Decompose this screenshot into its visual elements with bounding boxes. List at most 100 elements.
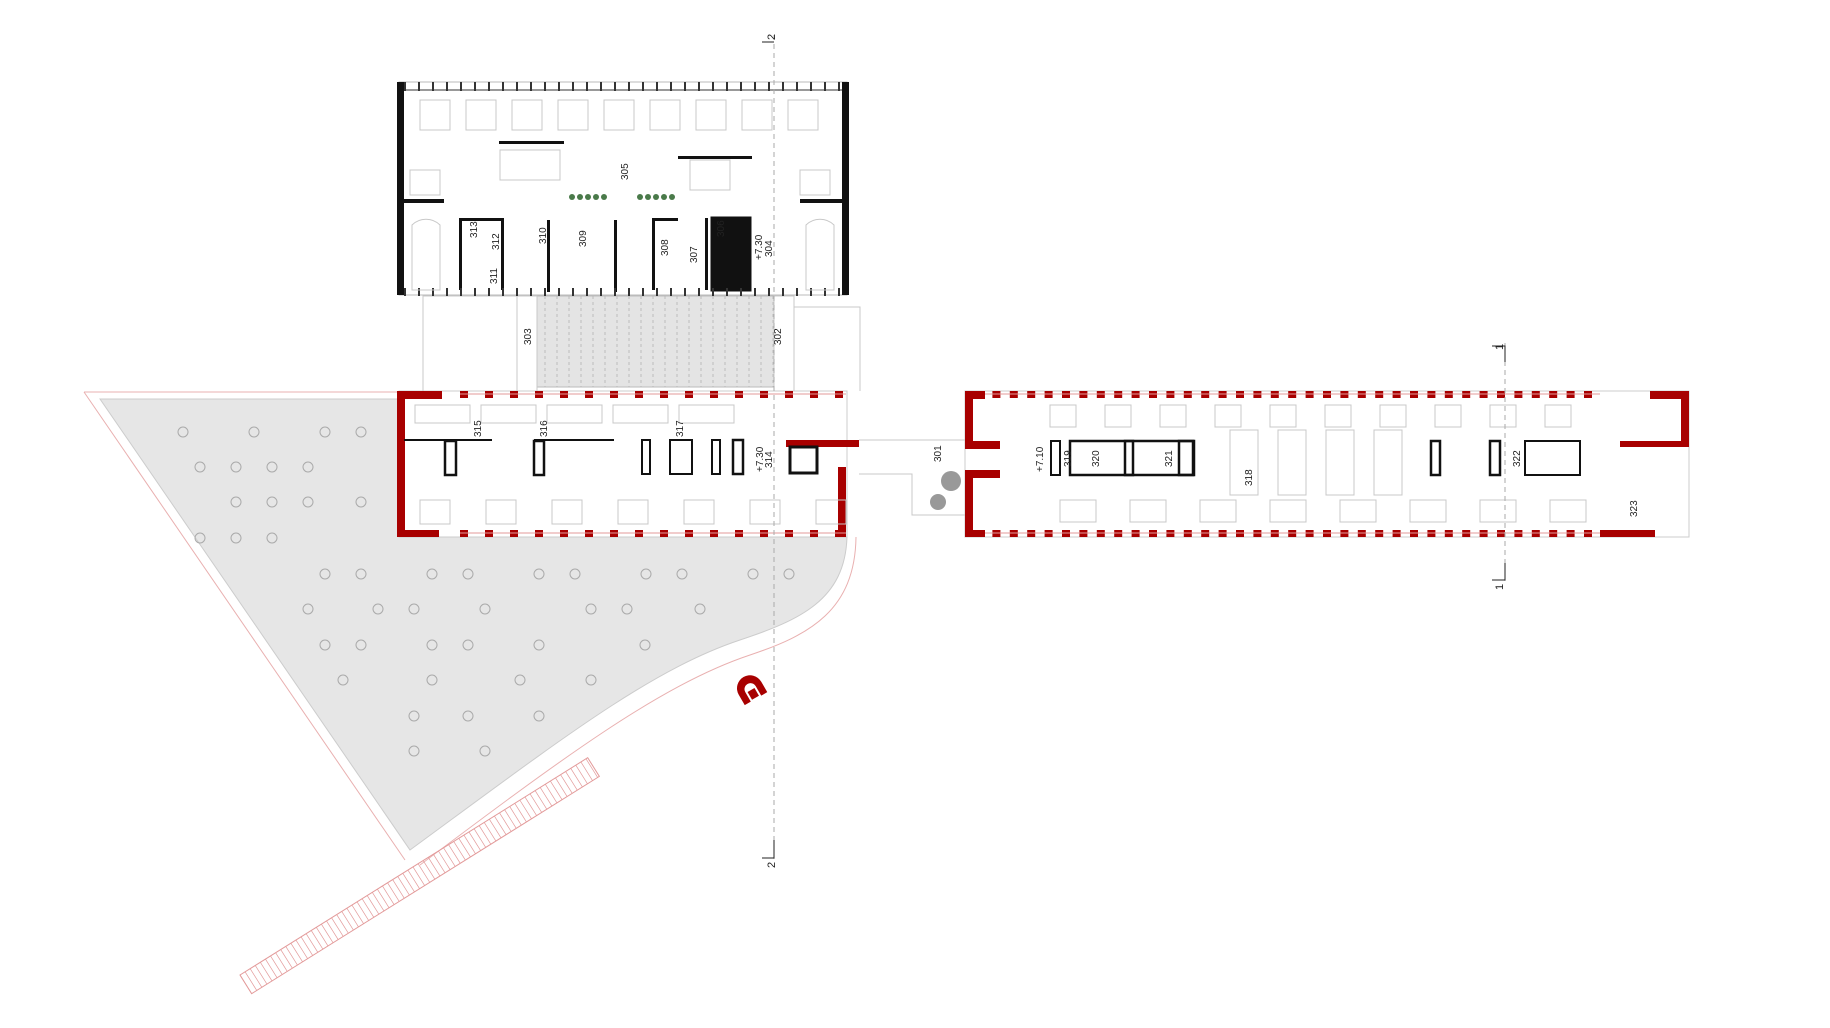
meeting-table <box>499 149 561 181</box>
room-318: 318 <box>1244 469 1255 486</box>
plant-icon <box>645 194 651 200</box>
wall <box>397 530 439 537</box>
column-icon <box>266 532 278 544</box>
ramp-step <box>438 850 451 870</box>
ramp-step <box>565 771 578 791</box>
ramp-step <box>499 812 512 832</box>
room-312: 312 <box>491 233 502 250</box>
ramp-step <box>545 784 558 804</box>
mullion <box>418 288 420 296</box>
mullion <box>740 288 742 296</box>
section-label-2-bottom: 2 <box>766 862 778 868</box>
desk <box>787 99 819 131</box>
ramp-step <box>275 952 288 972</box>
mullion <box>502 82 504 91</box>
desk <box>557 99 589 131</box>
mullion <box>768 288 770 296</box>
desk <box>1549 499 1587 523</box>
mullion <box>712 288 714 296</box>
plant-icon <box>661 194 667 200</box>
ramp-step <box>555 777 568 797</box>
mullion <box>432 288 434 296</box>
ramp-step <box>494 815 507 835</box>
ramp-step <box>366 895 380 915</box>
workbench <box>1229 429 1259 496</box>
mullion <box>796 288 798 296</box>
room-322: 322 <box>1512 450 1523 467</box>
ramp-step <box>382 885 395 905</box>
mullion <box>698 288 700 296</box>
mullion <box>782 288 784 296</box>
ramp-step <box>433 853 446 874</box>
column-icon <box>230 461 242 473</box>
ramp-step <box>550 780 563 800</box>
column-icon <box>747 568 759 580</box>
desk <box>603 99 635 131</box>
mullion <box>796 82 798 91</box>
terrace-left <box>422 295 518 392</box>
ramp-step <box>560 774 573 794</box>
meeting-table <box>799 169 831 196</box>
column-icon <box>319 426 331 438</box>
mullion <box>586 288 588 296</box>
mullion <box>404 288 406 296</box>
ramp-step <box>290 943 303 963</box>
room-308: 308 <box>660 239 671 256</box>
room-316: 316 <box>539 420 550 437</box>
column-icon <box>302 461 314 473</box>
mullion <box>810 82 812 91</box>
ramp-step <box>270 955 283 975</box>
ramp-step <box>585 758 598 778</box>
middle-block <box>397 390 859 538</box>
room-317: 317 <box>675 420 686 437</box>
desk <box>1269 499 1307 523</box>
mullion <box>572 82 574 91</box>
room-303: 303 <box>523 328 534 345</box>
mullion <box>670 82 672 91</box>
ramp-step <box>483 822 497 842</box>
wall <box>1650 391 1689 399</box>
ramp-step <box>305 933 319 953</box>
mullion <box>614 82 616 91</box>
room-302: 302 <box>773 328 784 345</box>
column-icon <box>462 710 474 722</box>
column-icon <box>355 639 367 651</box>
ramp-step <box>575 764 588 784</box>
desk <box>1379 404 1407 428</box>
ramp-step <box>534 790 548 810</box>
mullion <box>754 82 756 91</box>
column-icon <box>194 532 206 544</box>
column-icon <box>639 639 651 651</box>
ramp-step <box>417 863 431 883</box>
column-icon <box>621 603 633 615</box>
mullion <box>740 82 742 91</box>
ramp-step <box>407 869 420 889</box>
desk <box>465 99 497 131</box>
mullion <box>558 288 560 296</box>
column-icon <box>372 603 384 615</box>
column-icon <box>302 496 314 508</box>
desk <box>546 404 603 424</box>
ramp-step <box>326 920 339 940</box>
desk <box>1544 404 1572 428</box>
ramp-step <box>260 962 273 982</box>
desk <box>1324 404 1352 428</box>
ramp-step <box>489 819 502 839</box>
ramp-step <box>341 911 354 931</box>
column-icon <box>408 745 420 757</box>
east-block <box>964 390 1690 538</box>
mullion <box>726 288 728 296</box>
terrace-right <box>794 306 861 391</box>
ramp-step <box>239 974 252 994</box>
mullion <box>768 82 770 91</box>
ramp-step <box>300 936 314 956</box>
wall <box>965 530 985 537</box>
room-304: 304 <box>764 240 775 257</box>
mullion <box>656 288 658 296</box>
mullion <box>474 82 476 91</box>
ramp-step <box>254 965 268 985</box>
column-icon <box>479 603 491 615</box>
ramp-step <box>295 939 308 959</box>
ramp-step <box>310 930 324 950</box>
mullion <box>446 288 448 296</box>
